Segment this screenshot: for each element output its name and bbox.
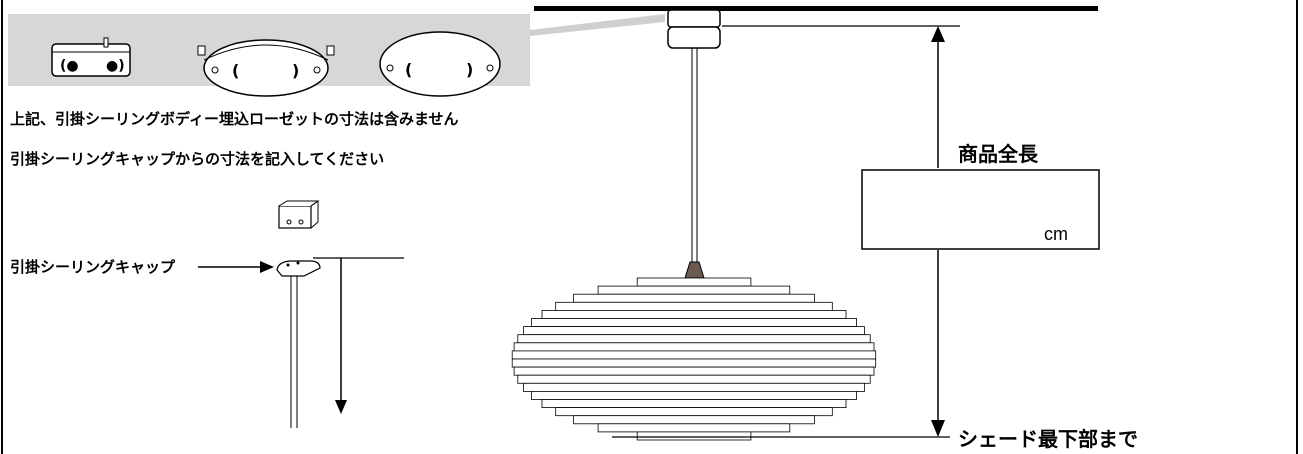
pendant-cord bbox=[691, 48, 698, 264]
shade-rib bbox=[517, 374, 871, 384]
shade-rib bbox=[517, 334, 871, 344]
shade-rib bbox=[636, 277, 752, 287]
cap-with-cord-small bbox=[276, 260, 321, 428]
shade-rib bbox=[573, 415, 815, 425]
shade-rib bbox=[523, 382, 865, 392]
cap-detail-small bbox=[278, 200, 320, 229]
shade-rib bbox=[555, 407, 833, 417]
shade-rib bbox=[511, 358, 877, 368]
shade-bottom-label: シェード最下部まで bbox=[958, 427, 1138, 451]
length-answer-box[interactable] bbox=[861, 169, 1100, 250]
round-ceiling-body-icon: ( ) bbox=[379, 31, 501, 97]
shade-rib bbox=[636, 431, 752, 441]
cap-label-arrow bbox=[198, 261, 274, 273]
ceiling-cap bbox=[667, 9, 721, 49]
shade-rib bbox=[555, 301, 833, 311]
shade-rib bbox=[573, 293, 815, 303]
svg-text:(: ( bbox=[405, 60, 412, 79]
shade-rib bbox=[513, 342, 875, 352]
shade-rib bbox=[531, 390, 858, 400]
svg-text:): ) bbox=[292, 61, 299, 80]
rectangular-ceiling-fitting-icon: (● ●) bbox=[51, 37, 131, 77]
ceiling-line bbox=[534, 6, 1098, 11]
note-line-2: 引掛シーリングキャップからの寸法を記入してください bbox=[10, 150, 384, 168]
shade-rib bbox=[541, 309, 847, 319]
total-length-label: 商品全長 bbox=[958, 142, 1039, 166]
note-line-1: 上記、引掛シーリングボディー埋込ローゼットの寸法は含みません bbox=[10, 110, 459, 128]
ceiling-fittings-banner: (● ●) ( ) ( ) bbox=[8, 0, 530, 97]
svg-text:): ) bbox=[466, 60, 473, 79]
shade-rib bbox=[597, 423, 791, 433]
unit-label: cm bbox=[1044, 224, 1068, 244]
shade-rib bbox=[511, 350, 877, 360]
shade-rib bbox=[513, 366, 875, 376]
cord-grip bbox=[684, 261, 705, 279]
total-length-dimension bbox=[612, 25, 960, 438]
shade-rib bbox=[523, 326, 865, 336]
svg-text:(●: (● bbox=[60, 58, 79, 74]
cap-label: 引掛シーリングキャップ bbox=[10, 258, 176, 276]
shade-rib bbox=[531, 318, 858, 328]
round-ceiling-body-with-ears-icon: ( ) bbox=[197, 39, 335, 97]
shade-rib bbox=[597, 285, 791, 295]
pendant-shade bbox=[511, 277, 877, 441]
svg-text:(: ( bbox=[232, 61, 239, 80]
cap-measure-arrow bbox=[313, 257, 404, 414]
svg-text:●): ●) bbox=[106, 58, 125, 74]
banner-pointer bbox=[530, 14, 665, 36]
shade-rib bbox=[541, 399, 847, 409]
